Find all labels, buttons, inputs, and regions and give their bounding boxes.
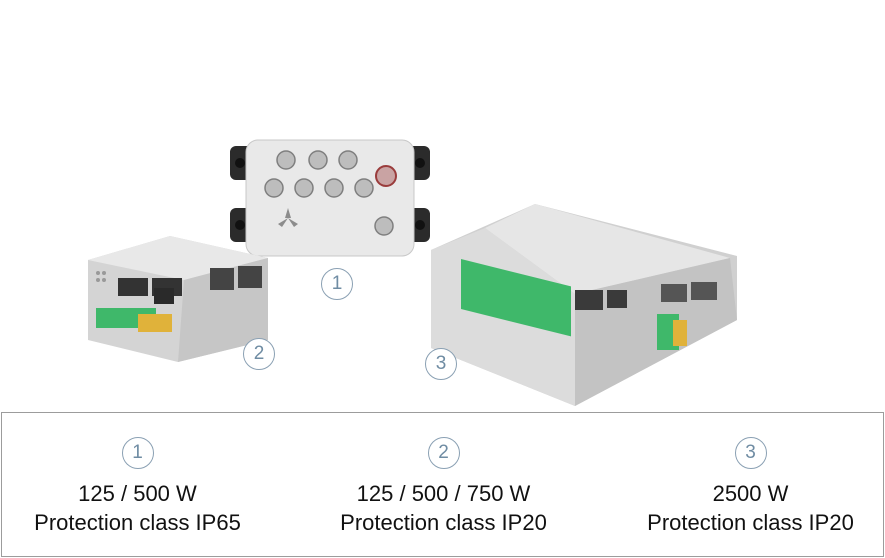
device-3-marker: 3 (425, 348, 457, 380)
spec-3-protection: Protection class IP20 (647, 510, 854, 535)
spec-2-power: 125 / 500 / 750 W (356, 481, 531, 506)
spec-table: 1 125 / 500 W Protection class IP65 2 12… (1, 412, 884, 557)
spec-column-3: 3 2500 W Protection class IP20 (603, 437, 885, 537)
product-image-area: 1 2 3 (88, 139, 737, 406)
spec-3-marker: 3 (734, 437, 767, 469)
device-2-marker: 2 (243, 338, 275, 370)
device-2-image (88, 236, 268, 362)
spec-2-protection: Protection class IP20 (340, 510, 547, 535)
device-1-image (230, 139, 430, 257)
device-1-marker: 1 (321, 268, 353, 300)
spec-1-protection: Protection class IP65 (34, 510, 241, 535)
spec-1-power: 125 / 500 W (78, 481, 197, 506)
spec-1-marker: 1 (121, 437, 154, 469)
device-3-image (431, 204, 737, 406)
spec-3-power: 2500 W (712, 481, 789, 506)
spec-column-2: 2 125 / 500 / 750 W Protection class IP2… (296, 437, 591, 537)
spec-2-marker: 2 (427, 437, 460, 469)
spec-column-1: 1 125 / 500 W Protection class IP65 (0, 437, 285, 537)
